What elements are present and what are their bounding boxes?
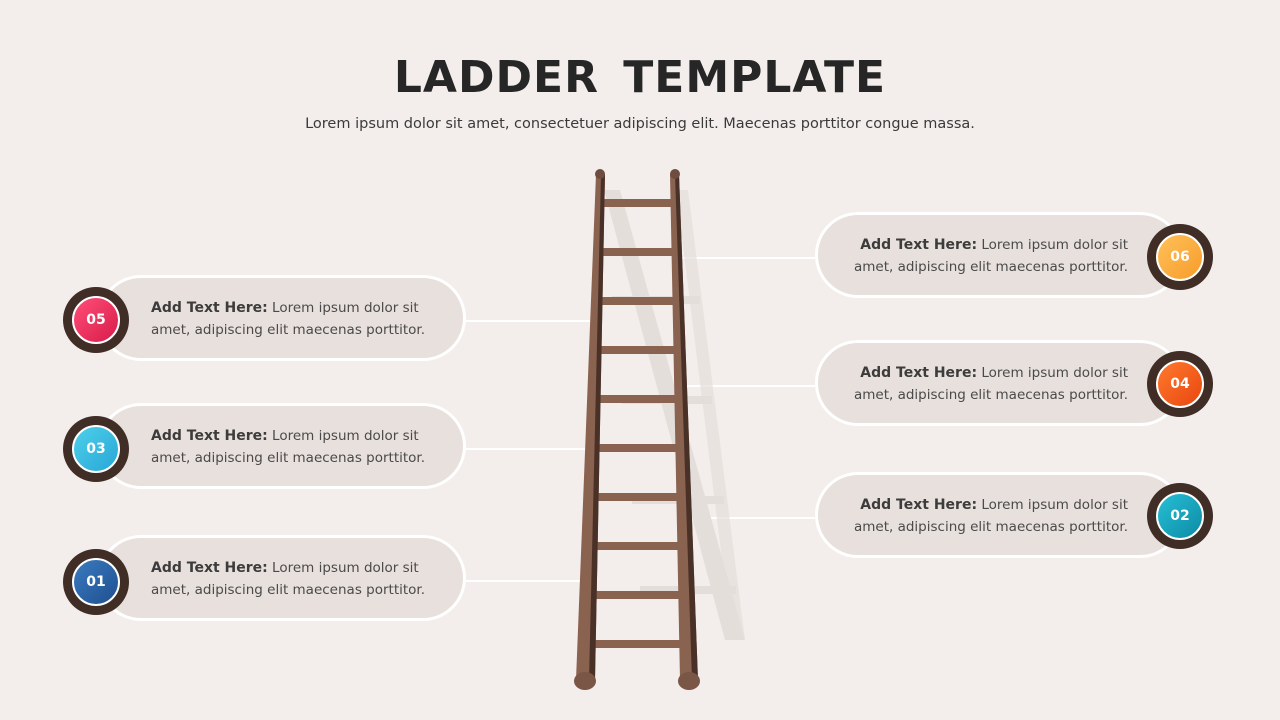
page-title: LADDER TEMPLATE <box>393 52 887 103</box>
step-text-02: Add Text Here: Lorem ipsum dolor sit ame… <box>838 494 1128 538</box>
connector-04 <box>686 385 816 387</box>
step-number: 06 <box>1170 249 1190 265</box>
ladder-rungs <box>585 199 685 648</box>
step-badge-05: 05 <box>63 287 129 353</box>
step-card-03[interactable]: Add Text Here: Lorem ipsum dolor sit ame… <box>98 403 466 489</box>
connector-03 <box>466 448 586 450</box>
step-label: Add Text Here: <box>860 497 978 513</box>
step-number: 02 <box>1170 508 1190 524</box>
step-description: Lorem ipsum dolor sit amet, adipiscing e… <box>151 560 426 598</box>
step-description: Lorem ipsum dolor sit amet, adipiscing e… <box>853 497 1128 535</box>
step-description: Lorem ipsum dolor sit amet, adipiscing e… <box>853 237 1128 275</box>
step-label: Add Text Here: <box>860 365 978 381</box>
step-text-06: Add Text Here: Lorem ipsum dolor sit ame… <box>838 234 1128 278</box>
step-badge-03: 03 <box>63 416 129 482</box>
step-label: Add Text Here: <box>151 428 268 444</box>
page-subtitle: Lorem ipsum dolor sit amet, consectetuer… <box>305 116 975 132</box>
step-badge-01: 01 <box>63 549 129 615</box>
step-label: Add Text Here: <box>151 560 268 576</box>
step-text-01: Add Text Here: Lorem ipsum dolor sit ame… <box>151 557 441 601</box>
step-card-04[interactable]: Add Text Here: Lorem ipsum dolor sit ame… <box>815 340 1183 426</box>
step-description: Lorem ipsum dolor sit amet, adipiscing e… <box>151 300 426 338</box>
step-number: 01 <box>86 574 106 590</box>
connector-06 <box>680 257 816 259</box>
step-number: 05 <box>86 312 106 328</box>
step-label: Add Text Here: <box>151 300 268 316</box>
step-label: Add Text Here: <box>860 237 978 253</box>
connector-05 <box>466 320 591 322</box>
step-badge-04: 04 <box>1147 351 1213 417</box>
step-number: 03 <box>86 441 106 457</box>
step-card-05[interactable]: Add Text Here: Lorem ipsum dolor sit ame… <box>98 275 466 361</box>
step-description: Lorem ipsum dolor sit amet, adipiscing e… <box>151 428 426 466</box>
step-text-05: Add Text Here: Lorem ipsum dolor sit ame… <box>151 297 441 341</box>
step-description: Lorem ipsum dolor sit amet, adipiscing e… <box>853 365 1128 403</box>
step-badge-02: 02 <box>1147 483 1213 549</box>
connector-02 <box>690 517 816 519</box>
step-card-06[interactable]: Add Text Here: Lorem ipsum dolor sit ame… <box>815 212 1183 298</box>
step-badge-06: 06 <box>1147 224 1213 290</box>
step-card-01[interactable]: Add Text Here: Lorem ipsum dolor sit ame… <box>98 535 466 621</box>
step-card-02[interactable]: Add Text Here: Lorem ipsum dolor sit ame… <box>815 472 1183 558</box>
step-text-03: Add Text Here: Lorem ipsum dolor sit ame… <box>151 425 441 469</box>
connector-01 <box>466 580 581 582</box>
step-number: 04 <box>1170 376 1190 392</box>
step-text-04: Add Text Here: Lorem ipsum dolor sit ame… <box>838 362 1128 406</box>
